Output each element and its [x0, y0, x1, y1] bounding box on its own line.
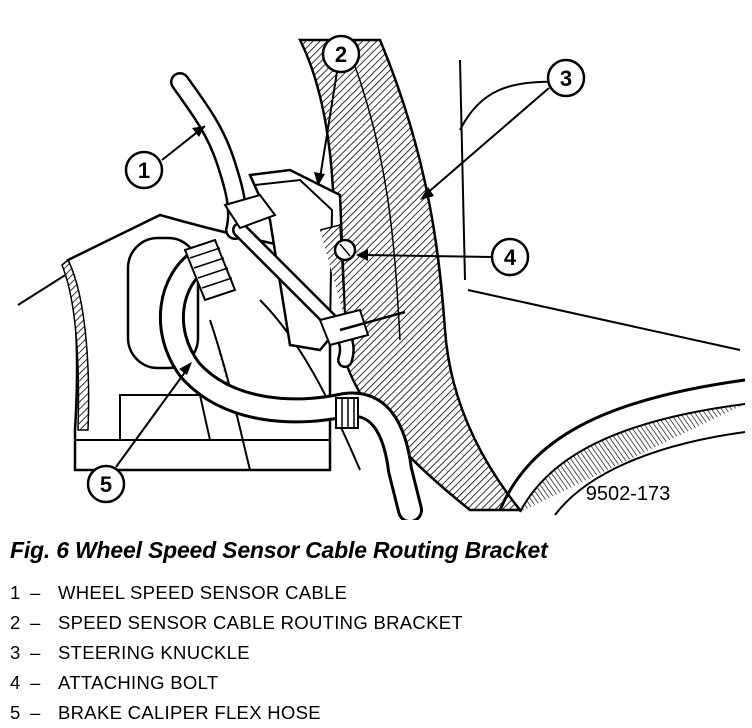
- legend-item: 1–WHEEL SPEED SENSOR CABLE: [10, 578, 463, 608]
- figure-caption: Fig. 6 Wheel Speed Sensor Cable Routing …: [10, 537, 548, 563]
- legend-separator: –: [30, 612, 41, 633]
- hose-crimp: [183, 238, 237, 302]
- legend-text: BRAKE CALIPER FLEX HOSE: [58, 702, 321, 723]
- legend-number: 2: [10, 612, 21, 633]
- legend-separator: –: [30, 672, 41, 693]
- attaching-bolt: [333, 238, 357, 262]
- callout-label-4: 4: [504, 245, 517, 270]
- legend-separator: –: [30, 642, 41, 663]
- steering-knuckle: [297, 38, 741, 512]
- cable-clip: [223, 193, 406, 347]
- legend-list: 1–WHEEL SPEED SENSOR CABLE 2–SPEED SENSO…: [10, 578, 463, 728]
- legend-separator: –: [30, 702, 41, 723]
- legend-number: 3: [10, 642, 21, 663]
- callout-1: 1: [124, 125, 206, 190]
- callout-5: 5: [86, 362, 192, 504]
- callout-2: 2: [314, 34, 361, 186]
- wheel-speed-sensor-diagram: 1 2 3 4 5 9502-173: [17, 34, 746, 520]
- callout-3: 3: [420, 58, 586, 200]
- legend-text: WHEEL SPEED SENSOR CABLE: [58, 582, 348, 603]
- legend-text: STEERING KNUCKLE: [58, 642, 250, 663]
- legend-number: 1: [10, 582, 21, 603]
- brake-hose: [158, 238, 423, 520]
- speed-sensor-cable: [170, 72, 406, 368]
- legend-item: 5–BRAKE CALIPER FLEX HOSE: [10, 698, 463, 728]
- callout-label-3: 3: [560, 66, 572, 91]
- figure-code: 9502-173: [586, 483, 671, 505]
- legend-item: 4–ATTACHING BOLT: [10, 668, 463, 698]
- legend-text: SPEED SENSOR CABLE ROUTING BRACKET: [58, 612, 463, 633]
- legend-item: 2–SPEED SENSOR CABLE ROUTING BRACKET: [10, 608, 463, 638]
- hose-fitting: [335, 397, 359, 429]
- legend-text: ATTACHING BOLT: [58, 672, 219, 693]
- legend-item: 3–STEERING KNUCKLE: [10, 638, 463, 668]
- callout-label-2: 2: [335, 42, 347, 67]
- legend-number: 5: [10, 702, 21, 723]
- callout-4: 4: [356, 237, 530, 277]
- callout-label-1: 1: [138, 158, 150, 183]
- rotor-hub: [498, 378, 746, 516]
- legend-number: 4: [10, 672, 21, 693]
- legend-separator: –: [30, 582, 41, 603]
- callout-label-5: 5: [100, 472, 112, 497]
